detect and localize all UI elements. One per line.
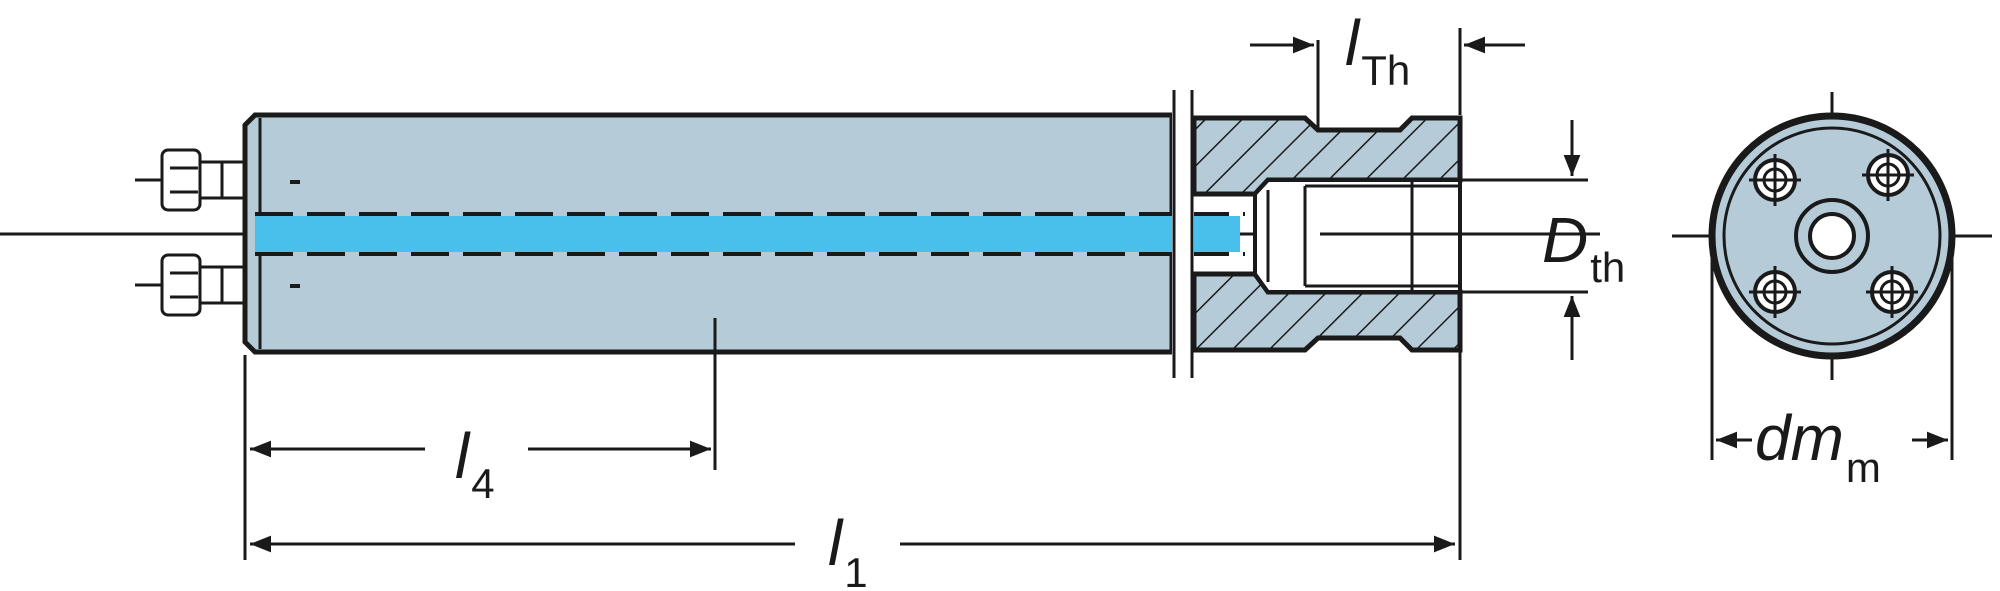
sectioned-threaded-end [1191,115,1470,353]
lTh-symbol: l [1345,7,1361,79]
dimension-l4: l4 [250,420,711,507]
dimension-l1: l1 [250,507,1455,591]
dimension-dmm: dmm [1716,402,1948,491]
svg-text:Dth: Dth [1542,204,1625,291]
lTh-subscript: Th [1361,47,1410,94]
svg-text:dmm: dmm [1755,402,1881,491]
clamp-screw-top [135,148,255,212]
l1-subscript: 1 [844,549,867,591]
l4-symbol: l [455,420,471,492]
l4-subscript: 4 [471,460,494,507]
end-view-screw-bl [1749,266,1801,318]
svg-text:lTh: lTh [1345,7,1410,94]
svg-text:l1: l1 [828,507,868,591]
Dth-symbol: D [1542,204,1588,276]
end-view [1672,92,1992,460]
l1-symbol: l [828,507,844,579]
end-view-screw-tr [1862,149,1914,201]
dmm-symbol: dm [1755,402,1844,474]
break-gap [1172,100,1194,372]
dimension-lTh: lTh [1250,7,1525,94]
dimension-Dth: Dth [1542,120,1625,360]
coolant-channel [255,216,1240,252]
end-view-screw-tl [1749,154,1801,206]
Dth-subscript: th [1590,244,1625,291]
dmm-subscript: m [1846,444,1881,491]
svg-text:l4: l4 [455,420,495,507]
clamp-screw-bottom [135,253,255,317]
end-view-screw-br [1866,266,1918,318]
